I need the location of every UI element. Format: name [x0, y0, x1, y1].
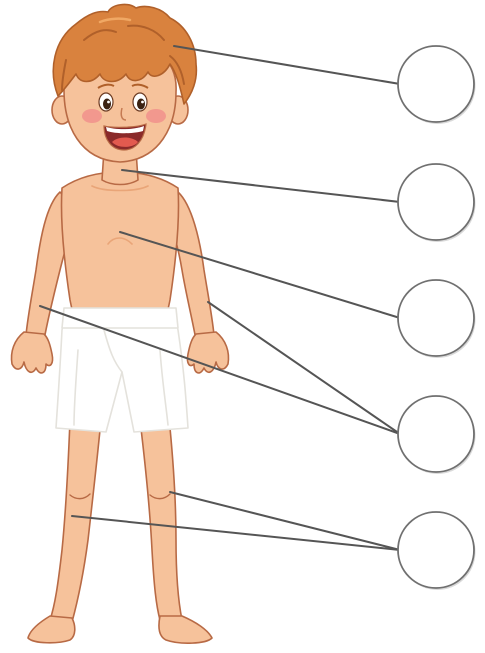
connector-line-6: [170, 492, 400, 550]
left-pupil: [137, 99, 145, 110]
right-pupil: [103, 99, 111, 110]
connector-line-1: [174, 46, 400, 84]
connector-line-7: [72, 516, 400, 550]
left-hand: [187, 332, 228, 373]
answer-circle-1[interactable]: [398, 46, 474, 122]
shorts-waistband: [62, 308, 178, 328]
answer-circle-3[interactable]: [398, 280, 474, 356]
right-leg: [50, 420, 100, 622]
left-foot: [159, 616, 212, 643]
boxer-shorts: [56, 308, 188, 432]
connector-line-4: [208, 302, 400, 434]
answer-circle-5[interactable]: [398, 512, 474, 588]
boy-figure: [12, 5, 229, 644]
feet: [28, 616, 212, 643]
left-cheek: [146, 109, 166, 123]
torso: [61, 172, 178, 326]
answer-circles: [398, 46, 476, 590]
right-foot: [28, 616, 75, 643]
right-hand: [12, 332, 53, 373]
chest-and-belly: [61, 172, 178, 326]
right-cheek: [82, 109, 102, 123]
left-leg: [140, 420, 182, 620]
answer-circle-2[interactable]: [398, 164, 474, 240]
answer-circle-4[interactable]: [398, 396, 474, 472]
